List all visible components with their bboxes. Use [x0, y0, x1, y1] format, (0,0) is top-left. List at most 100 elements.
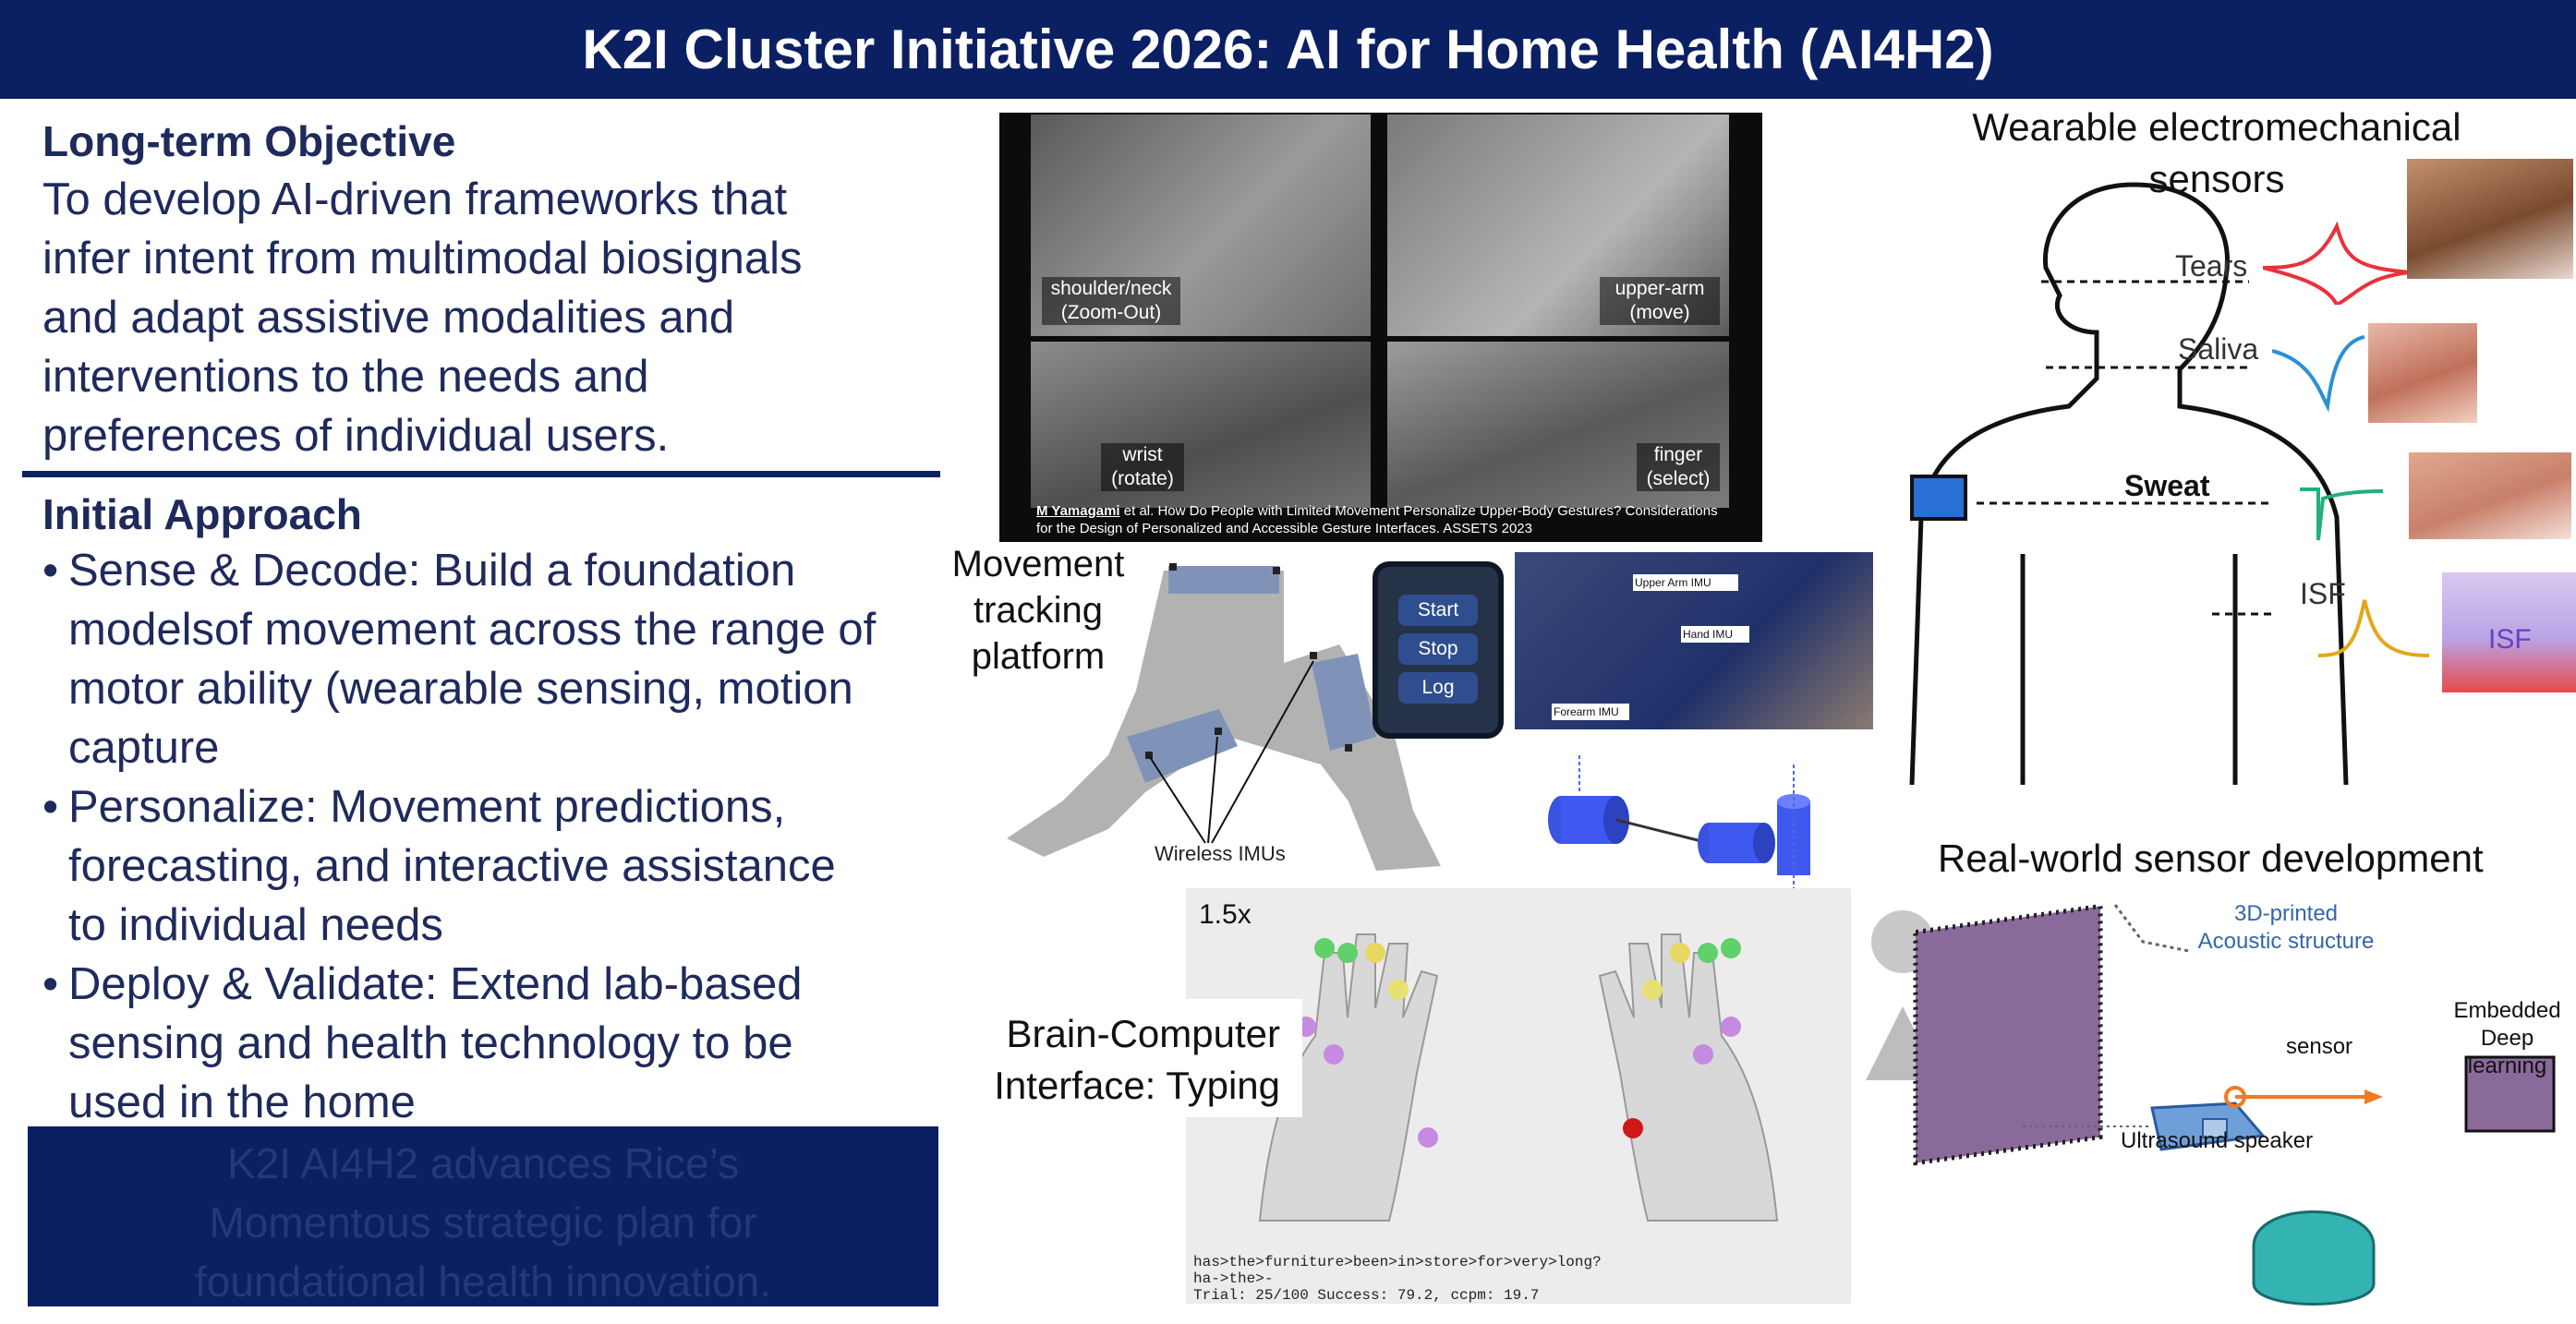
realworld-title: Real-world sensor development: [1938, 837, 2484, 880]
wearable-sensors-title: Wearable electromechanical sensors: [1912, 102, 2522, 205]
objective-line: and adapt assistive modalities and: [42, 293, 735, 343]
callout-line: Momentous strategic plan for: [209, 1198, 757, 1246]
approach-line: used in the home: [68, 1077, 416, 1127]
phone-app: Start Stop Log: [1373, 561, 1504, 739]
label-line: Embedded: [2453, 998, 2561, 1023]
saliva-signal: [2272, 335, 2364, 413]
panel-label-line: (select): [1646, 468, 1711, 489]
isf-inset-label: ISF: [2488, 624, 2532, 655]
sensor-label: sensor: [2286, 1034, 2353, 1059]
ultrasound-speaker-label: Ultrasound speaker: [2121, 1128, 2314, 1153]
panel-label-line: upper-arm: [1615, 278, 1705, 299]
embedded-dl-label: Embedded Deep learning: [2438, 997, 2576, 1080]
forearm-imu-label: Forearm IMU: [1552, 704, 1629, 720]
isf-inset: ISF: [2442, 572, 2576, 692]
approach-item: Sense & Decode: Build a foundation model…: [42, 541, 948, 777]
wireless-imu-label: Wireless IMUs: [1155, 842, 1286, 865]
stop-button[interactable]: Stop: [1398, 633, 1478, 665]
approach-line: forecasting, and interactive assistance: [68, 841, 836, 891]
movement-platform-label: Movement tracking platform: [946, 541, 1131, 680]
label-line: Brain-Computer: [1006, 1012, 1280, 1055]
tears-label: Tears: [2175, 249, 2248, 283]
panel-label-finger: finger (select): [1637, 443, 1720, 491]
sweat-signal: [2300, 487, 2383, 541]
label-line: Acoustic structure: [2197, 929, 2375, 954]
page-title: K2I Cluster Initiative 2026: AI for Home…: [582, 18, 1994, 80]
citation: M Yamagami et al. How Do People with Lim…: [1036, 502, 1757, 537]
approach-line: Sense & Decode: Build a foundation: [68, 546, 796, 596]
label-line: platform: [971, 636, 1106, 677]
objective-line: preferences of individual users.: [42, 411, 670, 461]
panel-label-wrist: wrist (rotate): [1101, 443, 1184, 491]
isf-label: ISF: [2300, 577, 2346, 610]
bci-status: has>the>furniture>been>in>store>for>very…: [1193, 1254, 1602, 1304]
bci-label-box: [970, 999, 1302, 1117]
panel-label-upper-arm: upper-arm (move): [1600, 277, 1720, 325]
callout-line: foundational health innovation.: [194, 1258, 772, 1306]
skin-photo: [2409, 452, 2571, 539]
citation-text: for the Design of Personalized and Acces…: [1036, 521, 1532, 536]
zoom-level: 1.5x: [1199, 899, 1252, 930]
acoustic-structure-label: 3D-printed Acoustic structure: [2171, 900, 2401, 956]
objective-heading: Long-term Objective: [42, 117, 456, 165]
typed-text: has>the>furniture>been>in>store>for>very…: [1193, 1254, 1602, 1270]
approach-line: Personalize: Movement predictions,: [68, 782, 786, 832]
upper-arm-imu-label: Upper Arm IMU: [1633, 574, 1738, 591]
section-divider: [22, 471, 940, 477]
arm-imu-photo: Upper Arm IMU Hand IMU Forearm IMU: [1515, 552, 1873, 729]
panel-label-line: shoulder/neck: [1050, 278, 1172, 299]
sweat-label: Sweat: [2124, 469, 2210, 502]
approach-line: to individual needs: [68, 900, 443, 950]
gesture-photo-wrist: [1031, 342, 1371, 508]
realworld-diagram: [1866, 903, 2556, 1306]
body-outline: [1909, 182, 2349, 785]
approach-line: Deploy & Validate: Extend lab-based: [68, 959, 803, 1009]
mouth-photo: [2368, 323, 2477, 423]
approach-heading: Initial Approach: [42, 490, 362, 538]
label-line: Interface: Typing: [994, 1064, 1280, 1107]
approach-line: modelsof movement across the range of: [68, 605, 877, 655]
title-line: Wearable electromechanical: [1972, 105, 2461, 149]
trial-stats: Trial: 25/100 Success: 79.2, ccpm: 19.7: [1193, 1287, 1540, 1304]
citation-author: M Yamagami: [1036, 503, 1120, 519]
approach-line: sensing and health technology to be: [68, 1018, 793, 1068]
panel-label-line: (move): [1629, 302, 1690, 323]
panel-label-line: (Zoom-Out): [1060, 302, 1162, 323]
tears-signal: [2263, 222, 2411, 305]
label-line: 3D-printed: [2233, 901, 2339, 926]
citation-text: et al. How Do People with Limited Moveme…: [1119, 503, 1718, 519]
objective-line: infer intent from multimodal biosignals: [42, 234, 803, 283]
decoded-text: ha->the>-: [1193, 1270, 1274, 1287]
label-line: tracking: [973, 590, 1104, 631]
arm-joint-model: [1548, 755, 1810, 894]
objective-line: interventions to the needs and: [42, 352, 649, 402]
title-line: sensors: [2148, 157, 2285, 200]
strategic-plan-callout: K2I AI4H2 advances Rice’s Momentous stra…: [28, 1126, 938, 1306]
panel-label-line: wrist: [1122, 444, 1163, 465]
gesture-figure: shoulder/neck (Zoom-Out) upper-arm (move…: [999, 113, 1762, 542]
panel-label-line: (rotate): [1111, 468, 1174, 489]
leg-illustration: [1007, 563, 1441, 871]
isf-signal: [2318, 599, 2429, 657]
callout-text: K2I AI4H2 advances Rice’s Momentous stra…: [28, 1126, 938, 1311]
objective-text: To develop AI-driven frameworks that inf…: [42, 170, 948, 465]
log-button[interactable]: Log: [1398, 672, 1478, 704]
approach-line: capture: [68, 723, 220, 773]
eye-photo: [2407, 159, 2573, 279]
saliva-label: Saliva: [2178, 332, 2259, 366]
label-line: Deep learning: [2467, 1026, 2547, 1078]
panel-label-shoulder: shoulder/neck (Zoom-Out): [1042, 277, 1180, 325]
approach-item: Deploy & Validate: Extend lab-based sens…: [42, 955, 948, 1132]
hand-imu-label: Hand IMU: [1681, 626, 1749, 643]
approach-item: Personalize: Movement predictions, forec…: [42, 777, 948, 955]
callout-line: K2I AI4H2 advances Rice’s: [226, 1139, 740, 1187]
virtual-hands: [1258, 933, 1779, 1222]
approach-list: Sense & Decode: Build a foundation model…: [42, 541, 948, 1132]
approach-line: motor ability (wearable sensing, motion: [68, 664, 853, 714]
title-banner: K2I Cluster Initiative 2026: AI for Home…: [0, 0, 2576, 99]
bci-label: Brain-Computer Interface: Typing: [972, 1008, 1280, 1112]
objective-line: To develop AI-driven frameworks that: [42, 175, 788, 224]
start-button[interactable]: Start: [1398, 595, 1478, 626]
panel-label-line: finger: [1653, 444, 1703, 465]
label-line: Movement: [951, 544, 1125, 584]
